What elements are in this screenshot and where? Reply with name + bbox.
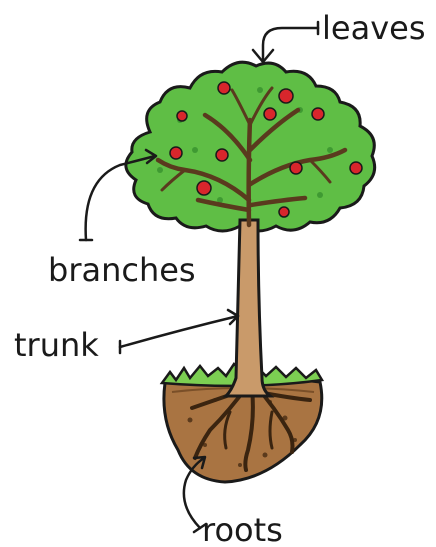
apple [218, 82, 230, 94]
apple [312, 108, 324, 120]
apple [290, 162, 302, 174]
apple [177, 111, 187, 121]
apple [170, 147, 182, 159]
label-leaves: leaves [322, 9, 425, 47]
label-roots: roots [202, 511, 283, 547]
apple [279, 207, 289, 217]
trunk-arrow [120, 316, 238, 347]
apple [216, 149, 228, 161]
leaves-arrow [263, 28, 318, 60]
apple [197, 181, 211, 195]
apple [264, 108, 276, 120]
label-branches: branches [48, 251, 196, 289]
apple [350, 162, 362, 174]
apple [279, 89, 293, 103]
label-trunk: trunk [14, 326, 99, 364]
